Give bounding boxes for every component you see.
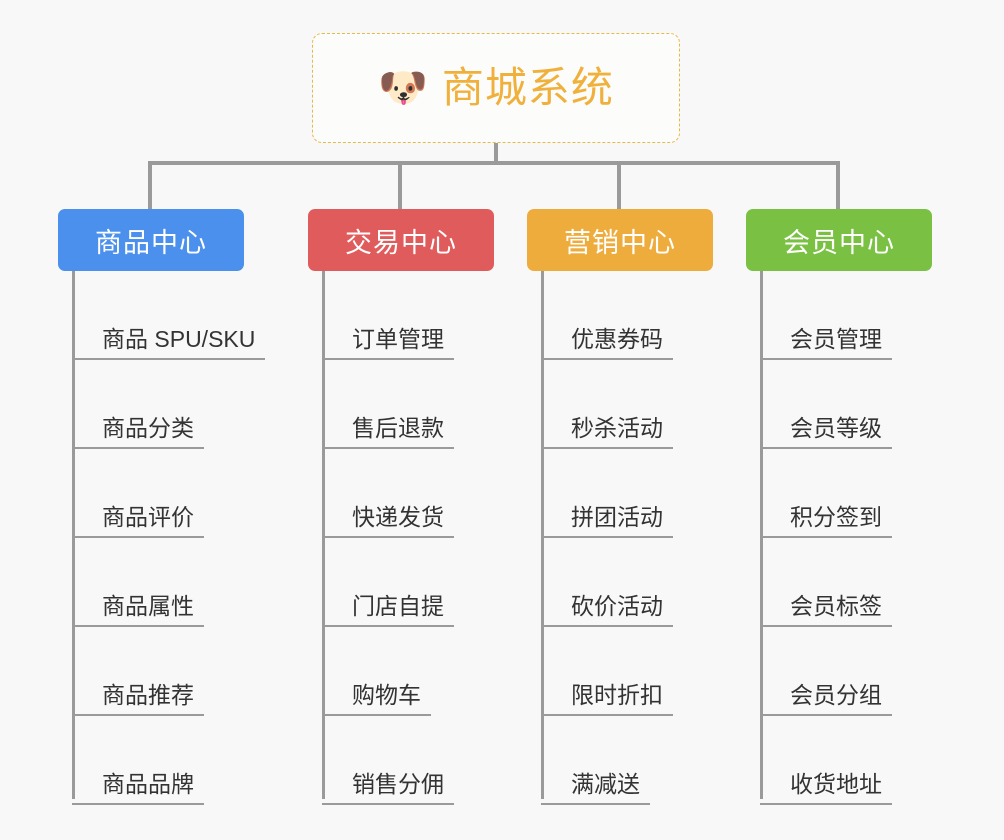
- category-box-1[interactable]: 交易中心: [308, 209, 494, 271]
- category-label: 交易中心: [345, 227, 457, 258]
- leaf-item-label: 商品推荐: [72, 682, 204, 716]
- root-stem-connector: [494, 143, 498, 165]
- category-label: 营销中心: [564, 227, 676, 258]
- category-stem-connector-1: [398, 161, 402, 209]
- leaf-item[interactable]: 商品属性: [72, 538, 204, 627]
- leaf-column-2: 优惠券码秒杀活动拼团活动砍价活动限时折扣满减送: [541, 271, 781, 805]
- leaf-item-label: 砍价活动: [541, 593, 673, 627]
- leaf-item[interactable]: 砍价活动: [541, 538, 673, 627]
- leaf-item-label: 优惠券码: [541, 326, 673, 360]
- category-stem-connector-3: [836, 161, 840, 209]
- leaf-column-0: 商品 SPU/SKU 商品分类商品评价商品属性商品推荐商品品牌: [72, 271, 312, 805]
- leaf-item-label: 拼团活动: [541, 504, 673, 538]
- leaf-column-3: 会员管理会员等级积分签到会员标签会员分组收货地址: [760, 271, 1000, 805]
- leaf-item-label: 秒杀活动: [541, 415, 673, 449]
- leaf-item-label: 快递发货: [322, 504, 454, 538]
- leaf-rail: [760, 271, 763, 799]
- category-label: 会员中心: [783, 227, 895, 258]
- leaf-item-label: 销售分佣: [322, 771, 454, 805]
- leaf-rail: [72, 271, 75, 799]
- leaf-item[interactable]: 门店自提: [322, 538, 454, 627]
- leaf-rail: [541, 271, 544, 799]
- leaf-item-label: 购物车: [322, 682, 431, 716]
- leaf-item[interactable]: 商品推荐: [72, 627, 204, 716]
- leaf-item-label: 收货地址: [760, 771, 892, 805]
- category-box-2[interactable]: 营销中心: [527, 209, 713, 271]
- leaf-column-1: 订单管理售后退款快递发货门店自提购物车销售分佣: [322, 271, 562, 805]
- leaf-item-label: 商品评价: [72, 504, 204, 538]
- category-stem-connector-2: [617, 161, 621, 209]
- root-node-title: 商城系统: [441, 64, 614, 111]
- leaf-item-label: 会员等级: [760, 415, 892, 449]
- leaf-item[interactable]: 优惠券码: [541, 271, 673, 360]
- leaf-item-label: 会员管理: [760, 326, 892, 360]
- leaf-item-label: 商品分类: [72, 415, 204, 449]
- category-box-3[interactable]: 会员中心: [746, 209, 932, 271]
- horizontal-bus-connector: [148, 161, 840, 165]
- leaf-item[interactable]: 收货地址: [760, 716, 892, 805]
- leaf-item[interactable]: 满减送: [541, 716, 650, 805]
- dog-face-icon: 🐶: [378, 66, 428, 110]
- leaf-item-label: 限时折扣: [541, 682, 673, 716]
- leaf-rail: [322, 271, 325, 799]
- leaf-item-label: 积分签到: [760, 504, 892, 538]
- leaf-item[interactable]: 快递发货: [322, 449, 454, 538]
- leaf-item[interactable]: 会员分组: [760, 627, 892, 716]
- leaf-item[interactable]: 购物车: [322, 627, 431, 716]
- leaf-item[interactable]: 秒杀活动: [541, 360, 673, 449]
- leaf-item[interactable]: 拼团活动: [541, 449, 673, 538]
- leaf-item[interactable]: 商品分类: [72, 360, 204, 449]
- leaf-item-label: 售后退款: [322, 415, 454, 449]
- leaf-item[interactable]: 会员管理: [760, 271, 892, 360]
- category-label: 商品中心: [95, 227, 207, 258]
- leaf-item-label: 会员标签: [760, 593, 892, 627]
- leaf-item[interactable]: 销售分佣: [322, 716, 454, 805]
- leaf-item[interactable]: 商品 SPU/SKU: [72, 271, 266, 360]
- category-box-0[interactable]: 商品中心: [58, 209, 244, 271]
- leaf-item[interactable]: 会员等级: [760, 360, 892, 449]
- leaf-item[interactable]: 积分签到: [760, 449, 892, 538]
- leaf-item[interactable]: 商品品牌: [72, 716, 204, 805]
- leaf-item[interactable]: 限时折扣: [541, 627, 673, 716]
- leaf-item-label: 订单管理: [322, 326, 454, 360]
- root-node[interactable]: 🐶 商城系统: [312, 33, 680, 143]
- leaf-item-label: 商品属性: [72, 593, 204, 627]
- leaf-item[interactable]: 商品评价: [72, 449, 204, 538]
- leaf-item[interactable]: 会员标签: [760, 538, 892, 627]
- leaf-item-label: 商品 SPU/SKU: [72, 326, 266, 360]
- leaf-item-label: 会员分组: [760, 682, 892, 716]
- leaf-item[interactable]: 售后退款: [322, 360, 454, 449]
- leaf-item-label: 满减送: [541, 771, 650, 805]
- leaf-item-label: 商品品牌: [72, 771, 204, 805]
- leaf-item[interactable]: 订单管理: [322, 271, 454, 360]
- category-stem-connector-0: [148, 161, 152, 209]
- leaf-item-label: 门店自提: [322, 593, 454, 627]
